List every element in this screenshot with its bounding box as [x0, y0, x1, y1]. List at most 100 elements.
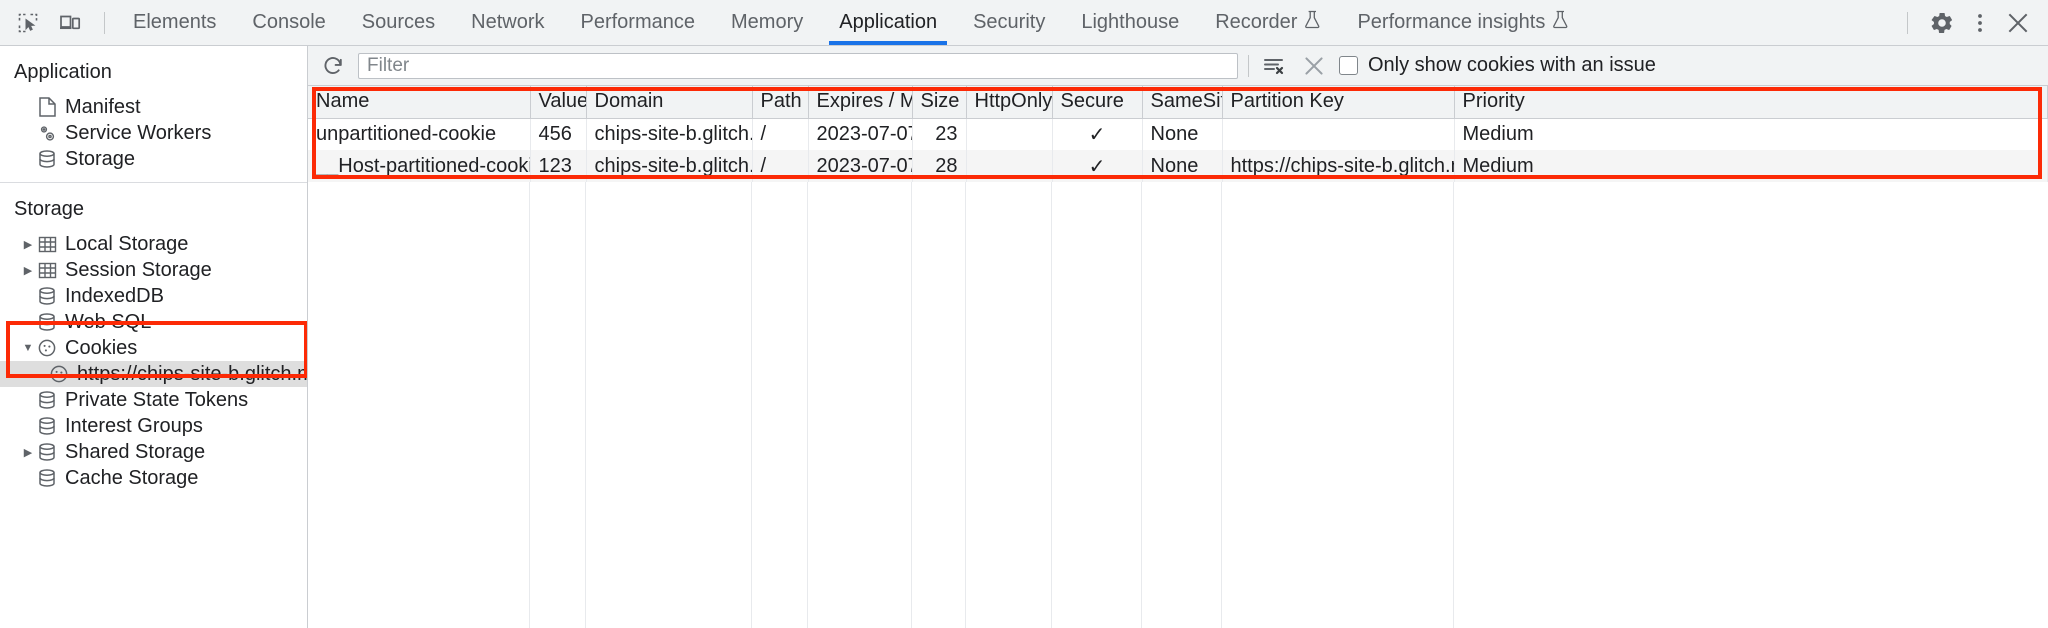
cell-domain: chips-site-b.glitch.me [586, 118, 753, 150]
refresh-icon[interactable] [318, 51, 348, 81]
database-icon [36, 149, 58, 169]
column-header-samesite[interactable]: SameSite [1142, 86, 1223, 119]
sidebar-item-cache-storage[interactable]: Cache Storage [0, 465, 307, 491]
table-row[interactable]: unpartitioned-cookie 456 chips-site-b.gl… [308, 118, 2048, 150]
tab-memory[interactable]: Memory [713, 0, 821, 45]
kebab-menu-icon[interactable] [1962, 5, 1998, 41]
devtools-tabbar: Elements Console Sources Network Perform… [0, 0, 2048, 46]
gear-icon[interactable] [1924, 5, 1960, 41]
clear-filter-icon[interactable] [1259, 51, 1289, 81]
cell-value: 123 [530, 150, 587, 182]
database-icon [36, 468, 58, 488]
toolbar-divider [1907, 11, 1908, 34]
tab-lighthouse[interactable]: Lighthouse [1063, 0, 1197, 45]
cell-expires: 2023-07-07… [808, 118, 913, 150]
column-header-value[interactable]: Value [530, 86, 587, 119]
sidebar-item-cookies[interactable]: ▼ Cookies [0, 335, 307, 361]
cell-name: unpartitioned-cookie [308, 118, 531, 150]
tab-label: Network [471, 11, 545, 33]
sidebar-section-title: Storage [14, 198, 85, 220]
sidebar-item-service-workers[interactable]: Service Workers [0, 120, 307, 146]
close-icon[interactable] [2000, 5, 2036, 41]
cell-path: / [752, 150, 809, 182]
sidebar-item-label: Web SQL [65, 311, 152, 333]
sidebar-item-private-state-tokens[interactable]: Private State Tokens [0, 387, 307, 413]
tab-label: Application [839, 11, 938, 33]
inspect-element-icon[interactable] [10, 5, 46, 41]
tab-performance[interactable]: Performance [563, 0, 714, 45]
sidebar-item-label: Private State Tokens [65, 389, 249, 411]
table-icon [36, 260, 58, 280]
tab-label: Recorder [1215, 11, 1298, 33]
tab-label: Elements [133, 11, 217, 33]
column-header-domain[interactable]: Domain [586, 86, 753, 119]
tab-elements[interactable]: Elements [115, 0, 234, 45]
tab-label: Console [252, 11, 326, 33]
sidebar-section-title: Application [14, 61, 112, 83]
tab-label: Security [973, 11, 1046, 33]
cell-path: / [752, 118, 809, 150]
sidebar-item-local-storage[interactable]: ▶ Local Storage [0, 231, 307, 257]
cookie-icon [36, 338, 58, 358]
tabbar-right-controls [1901, 0, 2048, 45]
tab-sources[interactable]: Sources [344, 0, 453, 45]
toolbar-divider [104, 11, 105, 34]
sidebar-item-label: Service Workers [65, 122, 212, 144]
checkbox-box[interactable] [1339, 56, 1358, 75]
tab-security[interactable]: Security [955, 0, 1063, 45]
cell-partition-key [1222, 118, 1455, 150]
tab-network[interactable]: Network [453, 0, 562, 45]
chevron-right-icon[interactable]: ▶ [23, 264, 33, 277]
column-header-name[interactable]: Name [308, 86, 531, 119]
cell-secure: ✓ [1052, 118, 1143, 150]
tab-application[interactable]: Application [821, 0, 955, 45]
sidebar-item-label: Manifest [65, 96, 141, 118]
filter-placeholder: Filter [367, 54, 410, 76]
cell-priority: Medium [1454, 150, 2048, 182]
service-workers-gears-icon [36, 123, 58, 143]
tab-performance-insights[interactable]: Performance insights [1339, 0, 1587, 45]
filter-input[interactable]: Filter [358, 52, 1238, 79]
device-toolbar-icon[interactable] [52, 5, 88, 41]
cookies-toolbar: Filter Only show cookies with [308, 46, 2048, 86]
cookies-panel: Filter Only show cookies with [308, 46, 2048, 628]
database-icon [36, 312, 58, 332]
table-row[interactable]: __Host-partitioned-cookie 123 chips-site… [308, 150, 2048, 182]
tab-label: Lighthouse [1081, 11, 1180, 33]
clear-all-cookies-icon[interactable] [1299, 51, 1329, 81]
only-issues-checkbox[interactable]: Only show cookies with an issue [1339, 54, 1656, 77]
cell-name: __Host-partitioned-cookie [308, 150, 531, 182]
column-header-expires[interactable]: Expires / M… [808, 86, 913, 119]
column-header-httponly[interactable]: HttpOnly [966, 86, 1053, 119]
sidebar-item-interest-groups[interactable]: Interest Groups [0, 413, 307, 439]
tabbar-left-controls [0, 0, 115, 45]
column-header-partition-key[interactable]: Partition Key [1222, 86, 1455, 119]
column-header-priority[interactable]: Priority [1454, 86, 2048, 119]
chevron-right-icon[interactable]: ▶ [23, 238, 33, 251]
sidebar-item-label: Cache Storage [65, 467, 199, 489]
cell-partition-key: https://chips-site-b.glitch.me [1222, 150, 1455, 182]
sidebar-item-shared-storage[interactable]: ▶ Shared Storage [0, 439, 307, 465]
sidebar-item-cookie-origin[interactable]: https://chips-site-b.glitch.me [0, 361, 307, 387]
cell-expires: 2023-07-07… [808, 150, 913, 182]
tab-recorder[interactable]: Recorder [1197, 0, 1339, 45]
tab-console[interactable]: Console [234, 0, 343, 45]
column-header-secure[interactable]: Secure [1052, 86, 1143, 119]
sidebar-item-manifest[interactable]: Manifest [0, 94, 307, 120]
cell-samesite: None [1142, 150, 1223, 182]
column-header-size[interactable]: Size [912, 86, 967, 119]
sidebar-item-web-sql[interactable]: Web SQL [0, 309, 307, 335]
sidebar-item-storage[interactable]: Storage [0, 146, 307, 172]
experiment-flask-icon [1304, 10, 1321, 35]
cookies-table-container: Name Value Domain Path Expires / M… Size… [308, 86, 2048, 628]
cell-domain: chips-site-b.glitch.me [586, 150, 753, 182]
database-icon [36, 416, 58, 436]
sidebar-item-indexeddb[interactable]: IndexedDB [0, 283, 307, 309]
sidebar-item-label: Shared Storage [65, 441, 206, 463]
sidebar-item-session-storage[interactable]: ▶ Session Storage [0, 257, 307, 283]
chevron-right-icon[interactable]: ▶ [23, 446, 33, 459]
cell-httponly [966, 150, 1053, 182]
chevron-down-icon[interactable]: ▼ [22, 342, 34, 354]
sidebar-item-label: Storage [65, 148, 136, 170]
column-header-path[interactable]: Path [752, 86, 809, 119]
